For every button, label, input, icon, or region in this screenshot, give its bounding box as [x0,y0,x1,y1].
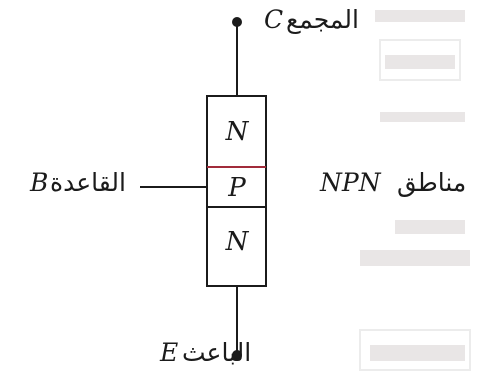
collector-n-layer: N [225,117,250,147]
emitter-n-layer: N [225,227,250,257]
collector-letter: C [264,5,284,34]
emitter-name: الباعث [182,338,252,367]
base-letter: B [30,168,49,197]
emitter-letter: E [160,338,179,367]
base-name: القاعدة [50,168,126,197]
emitter-terminal [232,350,242,360]
collector-terminal [232,17,242,27]
transistor-body [206,95,267,287]
regions-type: NPN [320,168,381,197]
regions-word: مناطق [397,168,467,197]
base-p-layer: P [227,173,246,203]
collector-name: المجمع [286,5,359,34]
